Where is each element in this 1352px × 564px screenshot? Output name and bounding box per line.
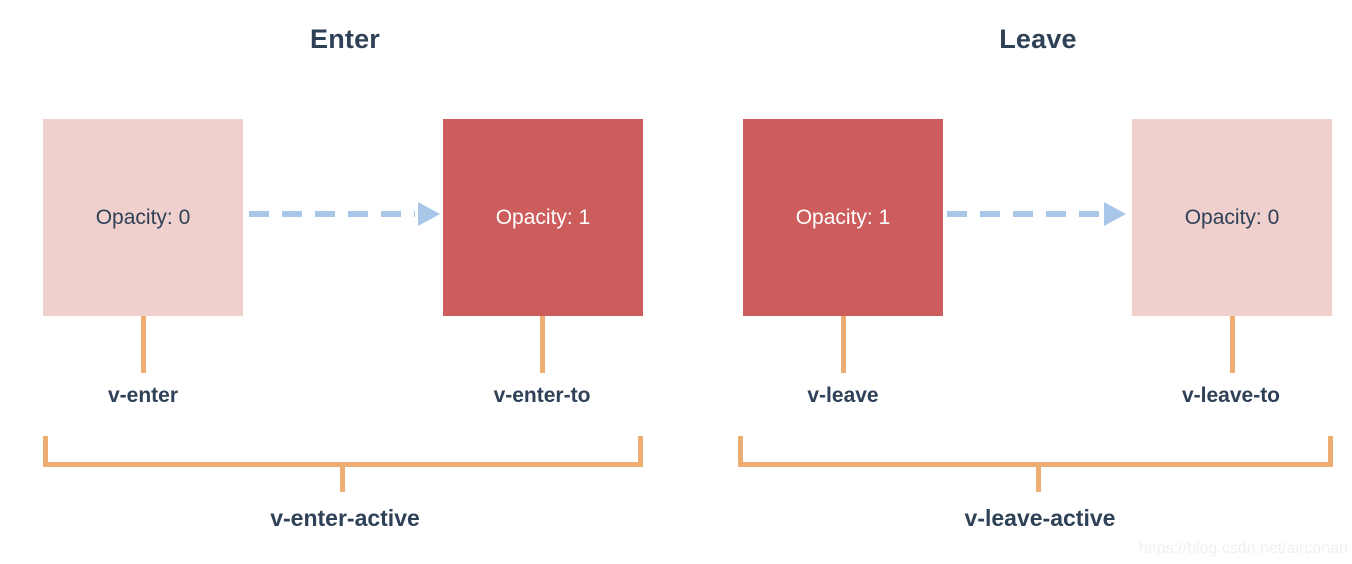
leave-from-connector: [841, 316, 846, 373]
enter-from-box: Opacity: 0: [43, 119, 243, 316]
panel-title-leave: Leave: [999, 24, 1077, 54]
enter-to-class-label: v-enter-to: [493, 384, 591, 407]
leave-to-class-label: v-leave-to: [1181, 384, 1281, 407]
enter-transition-arrow: [249, 202, 440, 226]
leave-active-bracket: [738, 436, 1333, 467]
enter-to-box: Opacity: 1: [443, 119, 643, 316]
panel-title-enter: Enter: [309, 24, 381, 54]
source-watermark: https://blog.csdn.net/airconan: [1138, 540, 1348, 557]
enter-active-bracket-stem: [340, 466, 345, 492]
leave-active-class-label: v-leave-active: [964, 505, 1116, 531]
enter-active-bracket: [43, 436, 643, 467]
enter-from-box-label: Opacity: 0: [95, 205, 191, 229]
leave-to-connector: [1230, 316, 1235, 373]
enter-from-class-label: v-enter: [107, 384, 179, 407]
enter-to-connector: [540, 316, 545, 373]
enter-arrow-shaft: [249, 211, 415, 217]
leave-from-box-label: Opacity: 1: [795, 205, 891, 229]
leave-arrow-shaft: [947, 211, 1101, 217]
leave-to-box: Opacity: 0: [1132, 119, 1332, 316]
enter-active-class-label: v-enter-active: [270, 505, 420, 531]
leave-arrow-head-icon: [1104, 202, 1126, 226]
enter-arrow-head-icon: [418, 202, 440, 226]
leave-to-box-label: Opacity: 0: [1184, 205, 1280, 229]
enter-to-box-label: Opacity: 1: [495, 205, 591, 229]
leave-from-class-label: v-leave: [807, 384, 879, 407]
leave-transition-arrow: [947, 202, 1127, 226]
leave-from-box: Opacity: 1: [743, 119, 943, 316]
leave-active-bracket-stem: [1036, 466, 1041, 492]
enter-from-connector: [141, 316, 146, 373]
